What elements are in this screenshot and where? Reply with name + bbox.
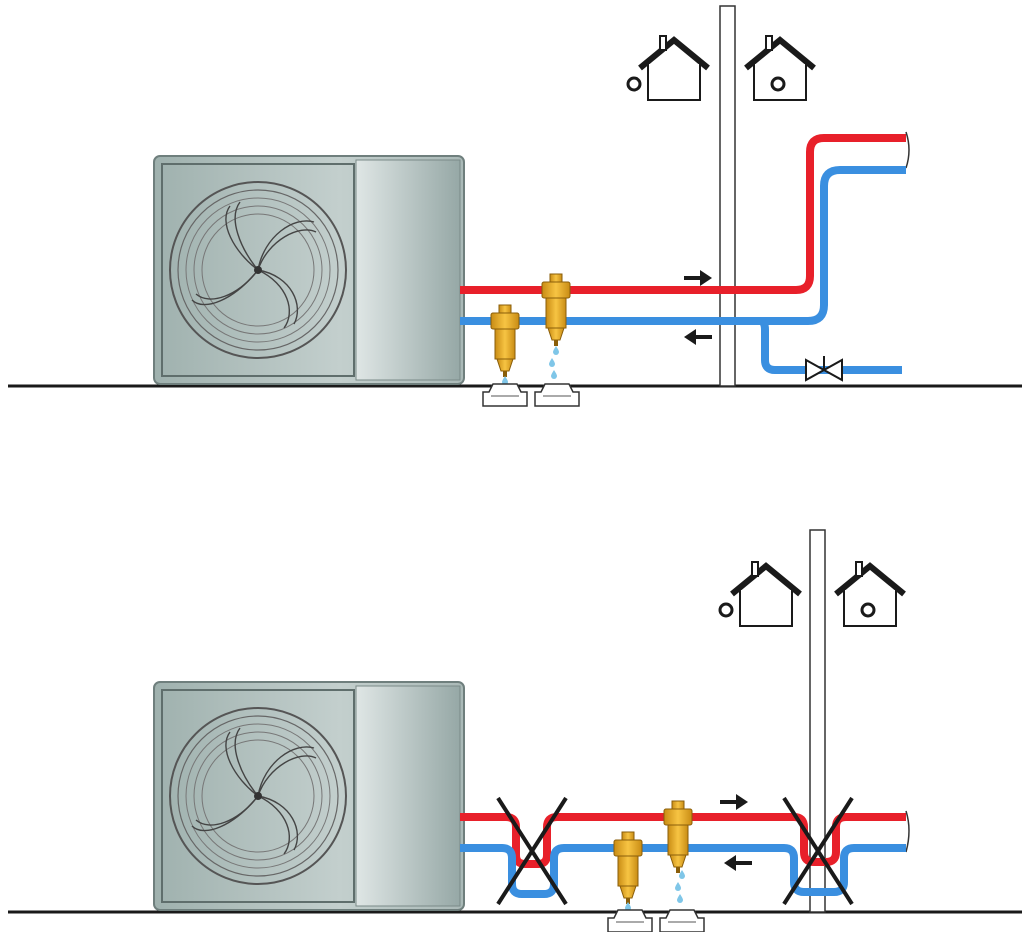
flow-arrow-right: [720, 794, 748, 810]
hot-supply-pipe: [460, 134, 906, 294]
cross-mark-siphon: [782, 796, 854, 906]
shutoff-valve: [805, 356, 843, 382]
panel-incorrect-installation: [8, 529, 1022, 932]
indoor-house-icon: [746, 36, 814, 100]
cold-return-pipe: [460, 166, 906, 325]
cold-branch-pipe: [759, 317, 902, 374]
wall: [719, 5, 736, 387]
flow-arrow-right: [684, 270, 712, 286]
indoor-house-icon: [836, 562, 904, 626]
cross-mark-siphon: [496, 796, 568, 906]
heat-pump-unit: [153, 681, 465, 911]
wall: [809, 529, 826, 913]
panel-correct-installation: [8, 5, 1022, 407]
outdoor-house-icon: [718, 562, 800, 626]
heat-pump-unit: [153, 155, 465, 385]
flow-arrow-left: [724, 855, 752, 871]
magnetic-filter: [663, 800, 693, 874]
dirt-separator-filter: [613, 831, 643, 905]
magnetic-filter: [541, 273, 571, 347]
outdoor-house-icon: [626, 36, 708, 100]
dirt-separator-filter: [490, 304, 520, 378]
flow-arrow-left: [684, 329, 712, 345]
